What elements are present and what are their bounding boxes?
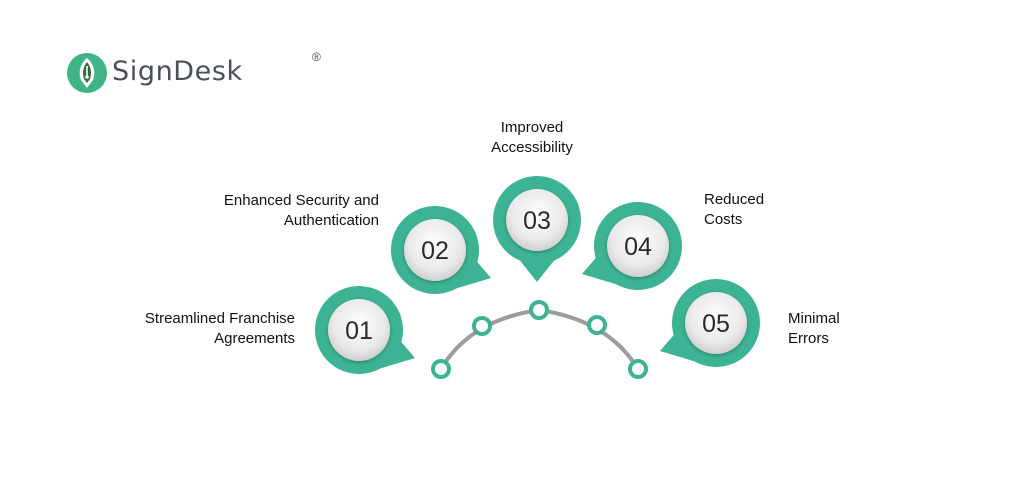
step-label-03: Improved Accessibility [472, 118, 592, 158]
arc-node-2 [472, 316, 492, 336]
badge-inner-circle [404, 219, 466, 281]
arc-node-1 [431, 359, 451, 379]
badge-inner-circle [685, 292, 747, 354]
step-label-line: Costs [704, 211, 743, 228]
step-badge-01: 01 [315, 286, 415, 374]
badge-pointer [518, 259, 556, 282]
pen-nib-logo-icon [67, 53, 107, 93]
arc-node-4 [587, 315, 607, 335]
step-number: 02 [421, 237, 449, 265]
badge-pointer [449, 261, 491, 291]
step-badge-03: 03 [493, 176, 581, 282]
arc-node-5 [628, 359, 648, 379]
badge-pointer [660, 334, 702, 364]
step-label-line: Streamlined Franchise [144, 310, 295, 327]
step-label-line: Minimal [788, 310, 840, 327]
badge-inner-circle [607, 215, 669, 277]
badge-inner-circle [328, 299, 390, 361]
arc-node-3 [529, 300, 549, 320]
step-label-05: Minimal Errors [788, 309, 840, 349]
step-label-line: Reduced [704, 191, 765, 208]
step-badge-04: 04 [582, 202, 682, 290]
step-number: 03 [523, 207, 551, 235]
step-label-line: Authentication [283, 212, 379, 229]
badge-pointer [582, 257, 624, 287]
brand-name: SignDesk [112, 56, 243, 87]
step-badge-05: 05 [660, 279, 760, 367]
badge-inner-circle [506, 189, 568, 251]
step-label-line: Improved [500, 119, 564, 136]
step-number: 01 [345, 317, 373, 345]
registered-mark: ® [312, 50, 321, 64]
step-label-01: Streamlined Franchise Agreements [145, 309, 295, 349]
step-label-line: Errors [788, 330, 829, 347]
step-label-04: Reduced Costs [704, 190, 764, 230]
step-label-line: Agreements [214, 330, 295, 347]
step-label-02: Enhanced Security and Authentication [224, 191, 379, 231]
step-label-line: Enhanced Security and [223, 192, 379, 209]
step-number: 04 [624, 233, 652, 261]
step-label-line: Accessibility [491, 139, 573, 156]
step-badge-02: 02 [391, 206, 491, 294]
step-number: 05 [702, 310, 730, 338]
badge-pointer [373, 341, 415, 371]
